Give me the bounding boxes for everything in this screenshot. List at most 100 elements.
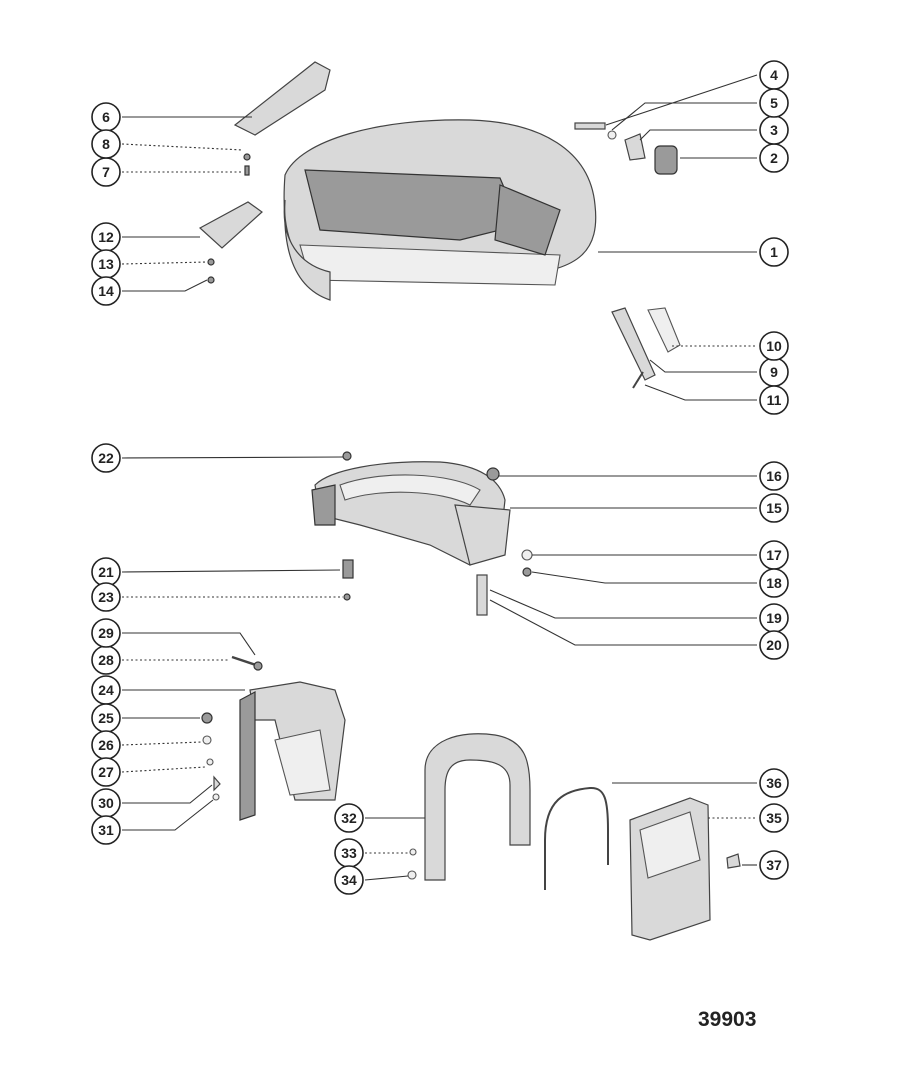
callout-bubbles: 1234567891011121314151617181920212223242… <box>91 60 789 895</box>
callout-number: 5 <box>770 95 778 111</box>
callout-23: 23 <box>91 582 121 612</box>
callout-number: 9 <box>770 364 778 380</box>
callout-number: 24 <box>98 682 114 698</box>
side-bracket-drawing <box>239 681 346 821</box>
callout-7: 7 <box>91 157 121 187</box>
callout-circle <box>759 385 789 415</box>
callout-circle <box>759 630 789 660</box>
callout-number: 8 <box>102 136 110 152</box>
grip-drawing <box>198 201 263 249</box>
callout-8: 8 <box>91 129 121 159</box>
callout-number: 35 <box>766 810 782 826</box>
callout-number: 32 <box>341 810 357 826</box>
callout-circle <box>759 568 789 598</box>
callout-6: 6 <box>91 102 121 132</box>
callout-number: 19 <box>766 610 782 626</box>
callout-27: 27 <box>91 757 121 787</box>
callout-25: 25 <box>91 703 121 733</box>
callout-number: 16 <box>766 468 782 484</box>
callout-number: 13 <box>98 256 114 272</box>
callout-number: 6 <box>102 109 110 125</box>
callout-circle <box>334 865 364 895</box>
callout-11: 11 <box>759 385 789 415</box>
callout-19: 19 <box>759 603 789 633</box>
callout-9: 9 <box>759 357 789 387</box>
callout-number: 18 <box>766 575 782 591</box>
callout-number: 4 <box>770 67 778 83</box>
callout-10: 10 <box>759 331 789 361</box>
callout-28: 28 <box>91 645 121 675</box>
callout-circle <box>759 850 789 880</box>
callout-number: 20 <box>766 637 782 653</box>
callout-number: 27 <box>98 764 114 780</box>
u-seal-drawing <box>424 733 531 881</box>
callout-33: 33 <box>334 838 364 868</box>
callout-16: 16 <box>759 461 789 491</box>
callout-34: 34 <box>334 865 364 895</box>
callout-number: 10 <box>766 338 782 354</box>
callout-circle <box>91 618 121 648</box>
callout-18: 18 <box>759 568 789 598</box>
callout-circle <box>759 237 789 267</box>
callout-12: 12 <box>91 222 121 252</box>
callout-circle <box>91 757 121 787</box>
callout-circle <box>334 803 364 833</box>
callout-5: 5 <box>759 88 789 118</box>
figure-number: 39903 <box>698 1008 757 1031</box>
callout-15: 15 <box>759 493 789 523</box>
callout-number: 29 <box>98 625 114 641</box>
callout-number: 28 <box>98 652 114 668</box>
callout-17: 17 <box>759 540 789 570</box>
callout-circle <box>91 443 121 473</box>
callout-29: 29 <box>91 618 121 648</box>
callout-number: 21 <box>98 564 114 580</box>
callout-circle <box>91 276 121 306</box>
callout-20: 20 <box>759 630 789 660</box>
callout-number: 12 <box>98 229 114 245</box>
callout-31: 31 <box>91 815 121 845</box>
callout-number: 31 <box>98 822 114 838</box>
callout-4: 4 <box>759 60 789 90</box>
callout-number: 33 <box>341 845 357 861</box>
callout-circle <box>759 331 789 361</box>
callout-number: 11 <box>767 392 782 408</box>
callout-number: 2 <box>770 150 778 166</box>
callout-circle <box>759 461 789 491</box>
callout-2: 2 <box>759 143 789 173</box>
callout-number: 30 <box>98 795 114 811</box>
callout-22: 22 <box>91 443 121 473</box>
callout-number: 17 <box>766 547 782 563</box>
callout-circle <box>759 803 789 833</box>
callout-21: 21 <box>91 557 121 587</box>
callout-number: 15 <box>766 500 782 516</box>
callout-number: 25 <box>98 710 114 726</box>
latch-knob-drawing <box>654 145 678 175</box>
callout-26: 26 <box>91 730 121 760</box>
callout-circle <box>91 129 121 159</box>
callout-37: 37 <box>759 850 789 880</box>
callout-number: 23 <box>98 589 114 605</box>
callout-number: 22 <box>98 450 114 466</box>
callout-number: 26 <box>98 737 114 753</box>
callout-1: 1 <box>759 237 789 267</box>
callout-circle <box>759 493 789 523</box>
callout-36: 36 <box>759 768 789 798</box>
callout-number: 3 <box>770 122 778 138</box>
callout-14: 14 <box>91 276 121 306</box>
callout-35: 35 <box>759 803 789 833</box>
leader-lines <box>121 74 758 881</box>
callout-number: 37 <box>766 857 782 873</box>
callout-32: 32 <box>334 803 364 833</box>
callout-number: 36 <box>766 775 782 791</box>
callout-circle <box>91 582 121 612</box>
callout-circle <box>759 88 789 118</box>
part-drawings <box>198 61 741 941</box>
callout-circle <box>91 815 121 845</box>
top-cowl-drawing <box>283 119 597 301</box>
callout-number: 7 <box>102 164 110 180</box>
callout-13: 13 <box>91 249 121 279</box>
handle-drawing <box>233 61 331 136</box>
callout-number: 1 <box>770 244 778 260</box>
callout-circle <box>759 768 789 798</box>
